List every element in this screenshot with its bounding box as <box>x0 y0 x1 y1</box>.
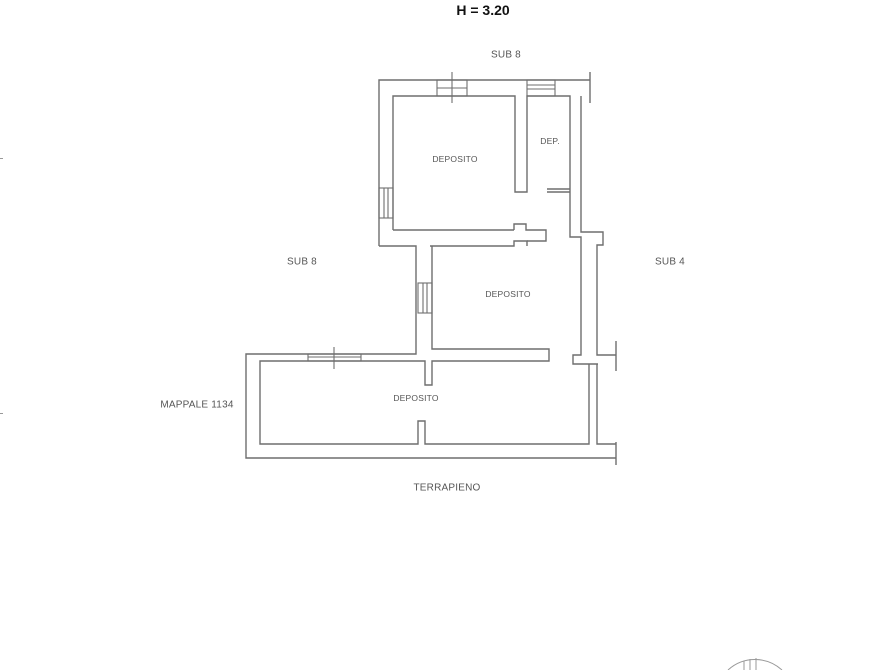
height-label: H = 3.20 <box>456 2 510 18</box>
label-terrapieno: TERRAPIENO <box>413 482 481 494</box>
room-label-deposito-3: DEPOSITO <box>393 393 439 403</box>
outer-walls <box>245 72 617 465</box>
label-mappale: MAPPALE 1134 <box>160 399 234 411</box>
label-top-neighbor: SUB 8 <box>491 49 521 61</box>
label-left-neighbor: SUB 8 <box>287 256 317 268</box>
room-label-dep: DEP. <box>540 136 560 146</box>
room-label-deposito-2: DEPOSITO <box>485 289 531 299</box>
edge-tick <box>0 413 3 414</box>
edge-tick <box>0 158 3 159</box>
room-label-deposito-1: DEPOSITO <box>432 154 478 164</box>
compass-partial <box>727 658 783 670</box>
windows <box>307 72 556 369</box>
label-right-neighbor: SUB 4 <box>655 256 685 268</box>
